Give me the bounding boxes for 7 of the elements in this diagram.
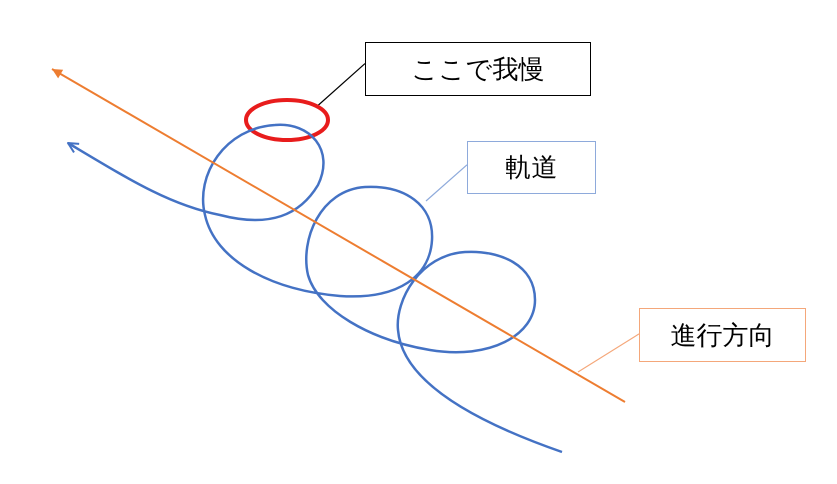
ellipse-marker <box>244 98 330 142</box>
label-box: 進行方向 <box>639 308 806 362</box>
label-box: ここで我慢 <box>365 42 591 96</box>
trajectory-arrow <box>67 124 562 454</box>
leader-line <box>578 333 640 372</box>
leader-line <box>426 164 468 202</box>
leader-line <box>318 63 366 106</box>
